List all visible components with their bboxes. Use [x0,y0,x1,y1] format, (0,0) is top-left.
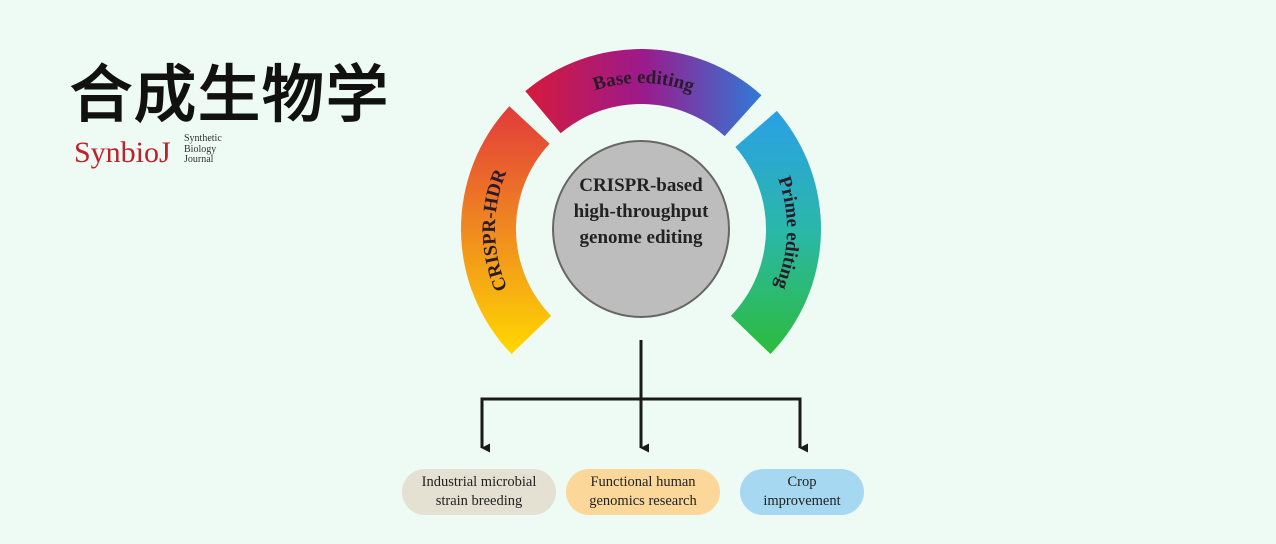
logo-english-title: SynbioJ [74,136,171,169]
output-line: Crop [787,474,817,490]
logo-sub-line: Biology [184,143,217,155]
output-line: strain breeding [435,493,523,509]
output-line: genomics research [589,493,697,509]
output-line: improvement [763,493,841,509]
center-circle [552,140,730,318]
output-functional-genomics: Functional human genomics research [566,469,720,515]
arc-base-editing [525,49,762,137]
center-line: high-throughput [574,201,709,222]
logo-chinese-title: 合成生物学 [70,58,391,131]
output-line: Industrial microbial [421,474,537,490]
logo-sub-line: Synthetic [184,133,222,144]
center-line: genome editing [580,227,703,248]
output-line: Functional human [590,474,696,490]
center-line: CRISPR-based [579,175,703,196]
arc-crispr-hdr [460,106,552,355]
arc-prime-editing [730,110,821,355]
output-industrial-strain-breeding: Industrial microbial strain breeding [402,469,556,515]
branch-connector [480,340,809,453]
output-crop-improvement: Crop improvement [740,469,864,515]
logo-subtitle: Synthetic Biology Journal [184,133,222,166]
logo: 合成生物学 SynbioJ Synthetic Biology Journal [70,58,390,178]
logo-sub-line: Journal [184,154,214,165]
